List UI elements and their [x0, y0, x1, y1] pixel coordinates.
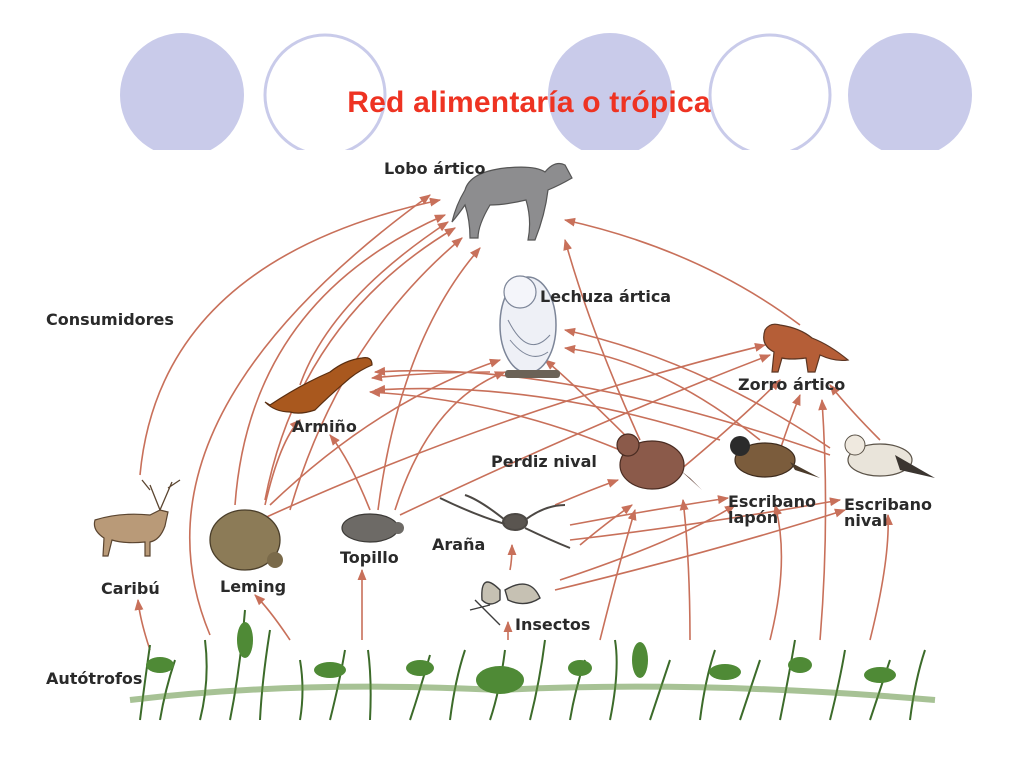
label-owl: Lechuza ártica [540, 287, 671, 306]
slide-title: Red alimentaría o trópica [347, 86, 711, 119]
owl-illustration [499, 275, 560, 378]
lemming-illustration [209, 509, 283, 571]
label-insects: Insectos [515, 615, 590, 634]
decor-circle-outline [708, 33, 832, 150]
label-lapland-bunting-line2: lapón [728, 508, 778, 527]
lapland-bunting-illustration [730, 436, 820, 478]
label-snow-bunting-line1: Escribano [844, 495, 932, 514]
autotroph-plants [129, 609, 936, 721]
decor-circle-outline [263, 33, 387, 150]
wolf-illustration [451, 162, 573, 241]
decor-circle-filled [548, 33, 672, 150]
label-consumers: Consumidores [46, 310, 174, 329]
label-fox: Zorro ártico [738, 375, 845, 394]
label-vole: Topillo [340, 548, 399, 567]
ptarmigan-illustration [616, 433, 702, 490]
fox-illustration [763, 323, 850, 373]
caribou-illustration [93, 479, 181, 557]
vole-illustration [341, 513, 404, 543]
label-snow-bunting-line2: nival [844, 511, 888, 530]
snow-bunting-illustration [844, 434, 935, 478]
label-wolf: Lobo ártico [384, 159, 486, 178]
decor-circle-filled [848, 33, 972, 150]
stoat-illustration [264, 357, 373, 414]
label-caribou: Caribú [101, 579, 160, 598]
spider-illustration [439, 494, 571, 549]
label-spider: Araña [432, 535, 485, 554]
label-ptarmigan: Perdiz nival [491, 452, 597, 471]
label-lemming: Leming [220, 577, 286, 596]
decor-circle-filled [120, 33, 244, 150]
label-autotrophs: Autótrofos [46, 669, 142, 688]
food-web-arrows [134, 194, 893, 651]
insects-illustration [469, 581, 541, 626]
label-lapland-bunting-line1: Escribano [728, 492, 816, 511]
label-stoat: Armiño [292, 417, 357, 436]
decorative-circles [120, 33, 972, 150]
